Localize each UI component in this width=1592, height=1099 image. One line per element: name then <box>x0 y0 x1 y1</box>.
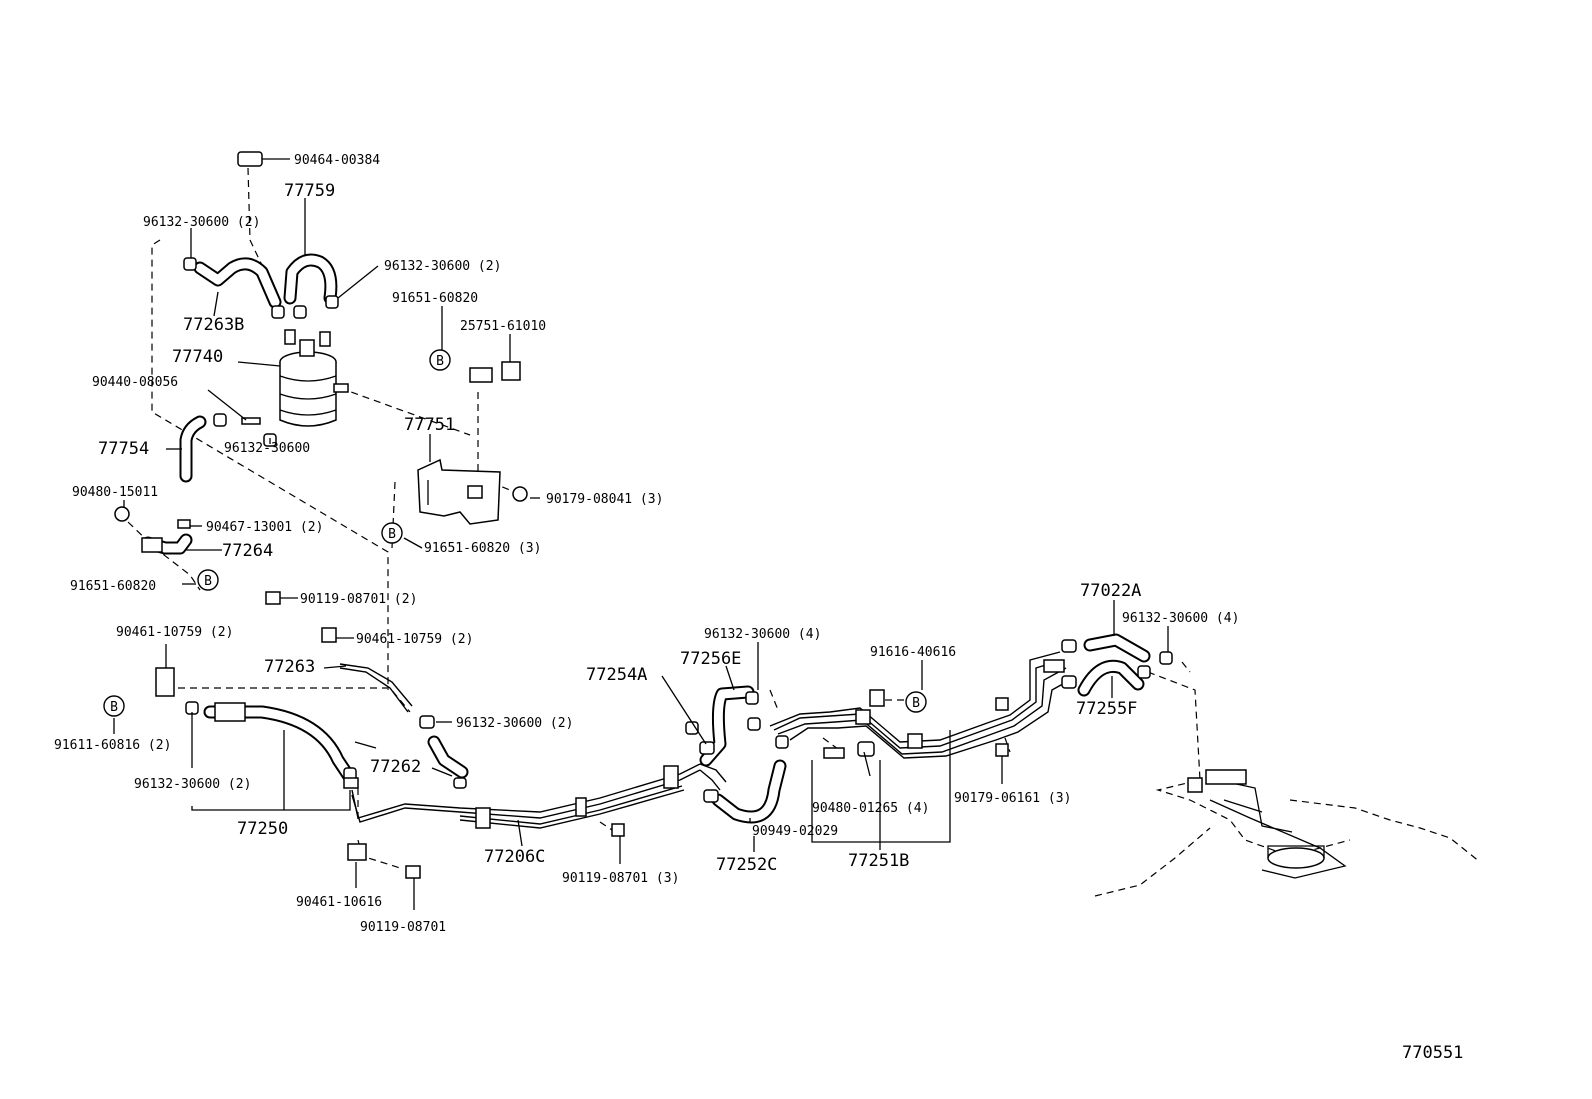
label-91651-60820-top: 91651-60820 <box>392 291 478 306</box>
label-96132-30600-g: 96132-30600 (4) <box>1122 611 1239 626</box>
label-90480-01265: 90480-01265 (4) <box>812 801 929 816</box>
label-90461-10759-a: 90461-10759 (2) <box>116 625 233 640</box>
label-90461-10759-b: 90461-10759 (2) <box>356 632 473 647</box>
label-77263b: 77263B <box>183 315 244 335</box>
label-96132-30600-d: 96132-30600 (2) <box>456 716 573 731</box>
b-mark-bracket: B <box>381 522 403 544</box>
svg-text:B: B <box>110 700 118 715</box>
label-91611-60816: 91611-60816 (2) <box>54 738 171 753</box>
label-91616-40616: 91616-40616 <box>870 645 956 660</box>
leader-lines <box>113 158 1169 910</box>
label-77263: 77263 <box>264 657 315 677</box>
label-96132-30600-f: 96132-30600 (4) <box>704 627 821 642</box>
label-77754: 77754 <box>98 439 149 459</box>
label-77206c: 77206C <box>484 847 545 867</box>
label-77262: 77262 <box>370 757 421 777</box>
label-91651-60820-left: 91651-60820 <box>70 579 156 594</box>
main-fuel-hose <box>203 702 357 785</box>
b-mark-right: B <box>905 691 927 713</box>
label-77022a: 77022A <box>1080 581 1141 601</box>
label-25751-61010: 25751-61010 <box>460 319 546 334</box>
label-90949-02029: 90949-02029 <box>752 824 838 839</box>
clamps <box>114 151 1247 879</box>
charcoal-canister <box>279 329 349 427</box>
label-77759: 77759 <box>284 181 335 201</box>
label-91651-60820-mid: 91651-60820 (3) <box>424 541 541 556</box>
fuel-tank-outline <box>1209 779 1347 879</box>
label-96132-30600-c: 96132-30600 <box>224 441 310 456</box>
b-mark-top: B <box>429 349 451 371</box>
label-77254a: 77254A <box>586 665 647 685</box>
label-77252c: 77252C <box>716 855 777 875</box>
label-90179-06161: 90179-06161 (3) <box>954 791 1071 806</box>
label-77740: 77740 <box>172 347 223 367</box>
label-77251b: 77251B <box>848 851 909 871</box>
svg-text:B: B <box>388 527 396 542</box>
svg-text:B: B <box>204 574 212 589</box>
label-90464-00384: 90464-00384 <box>294 153 380 168</box>
label-96132-30600-a: 96132-30600 (2) <box>143 215 260 230</box>
middle-hoses <box>427 633 1151 824</box>
canister-bracket <box>417 458 501 525</box>
label-90119-08701-c: 90119-08701 (3) <box>562 871 679 886</box>
svg-text:B: B <box>912 696 920 711</box>
label-77751: 77751 <box>404 415 455 435</box>
label-96132-30600-b: 96132-30600 (2) <box>384 259 501 274</box>
label-96132-30600-e: 96132-30600 (2) <box>134 777 251 792</box>
label-77250: 77250 <box>237 819 288 839</box>
b-mark-left: B <box>197 569 219 591</box>
upper-hoses <box>141 253 338 555</box>
b-reference-marks: B B B B B <box>103 349 927 717</box>
label-77264: 77264 <box>222 541 273 561</box>
label-90461-10616: 90461-10616 <box>296 895 382 910</box>
label-90179-08041: 90179-08041 (3) <box>546 492 663 507</box>
label-90119-08701-b: 90119-08701 <box>360 920 446 935</box>
b-mark-lower-left: B <box>103 695 125 717</box>
part-labels: 90464-00384 77759 96132-30600 (2) 96132-… <box>54 153 1463 1063</box>
label-90440-08056: 90440-08056 <box>92 375 178 390</box>
label-77255f: 77255F <box>1076 699 1137 719</box>
label-77256e: 77256E <box>680 649 741 669</box>
label-90480-15011: 90480-15011 <box>72 485 158 500</box>
svg-text:B: B <box>436 354 444 369</box>
diagram-id: 770551 <box>1402 1043 1463 1063</box>
label-90119-08701-a: 90119-08701 (2) <box>300 592 417 607</box>
label-90467-13001: 90467-13001 (2) <box>206 520 323 535</box>
